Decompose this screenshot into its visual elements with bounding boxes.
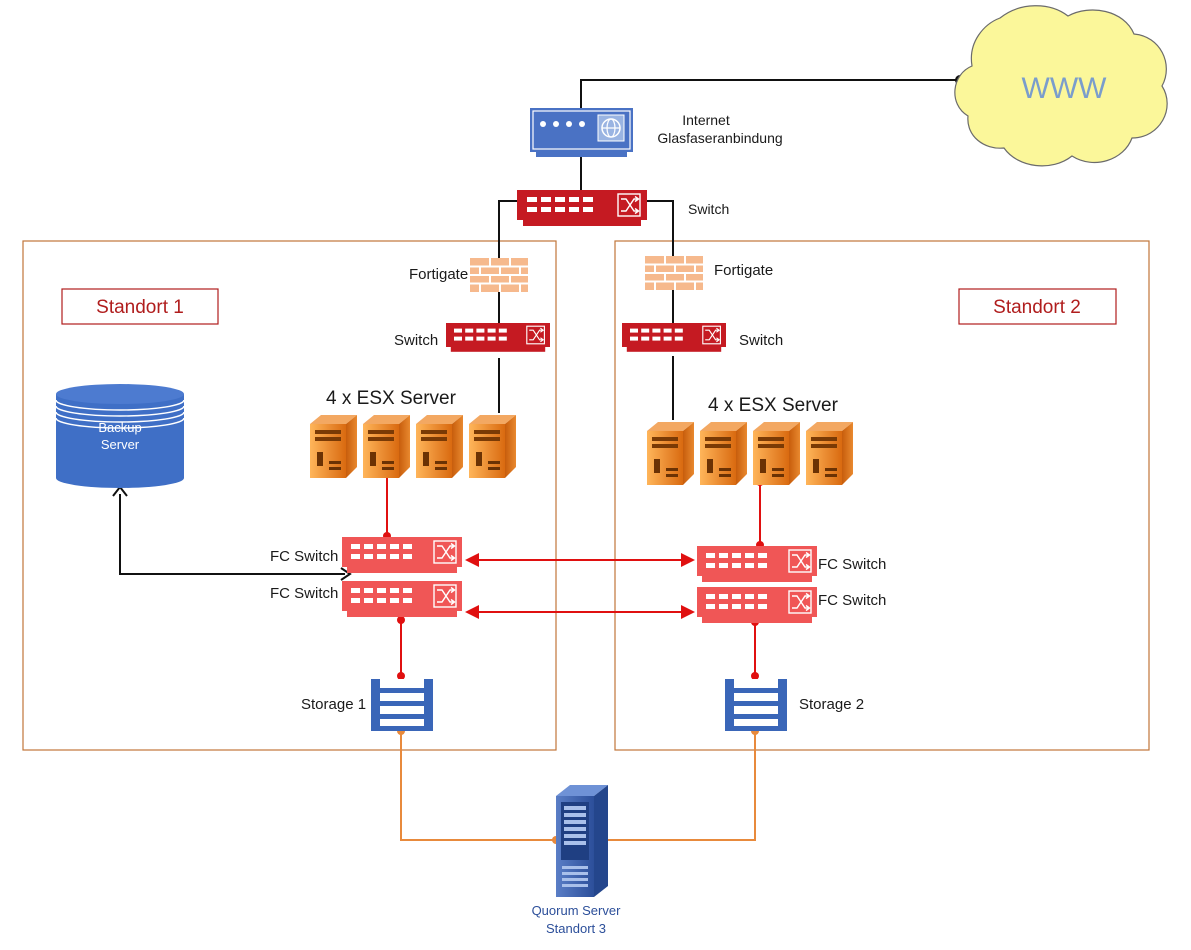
site2-fc-switch-a-icon (696, 545, 818, 583)
internet-label-line2: Glasfaseranbindung (657, 130, 782, 146)
top-switch-icon (516, 189, 648, 227)
site1-fc-switch-a-label: FC Switch (270, 548, 338, 565)
site2-fortigate-label: Fortigate (714, 262, 773, 279)
site1-storage-icon (371, 679, 433, 731)
server-icon (469, 415, 516, 478)
network-links (498, 79, 960, 420)
quorum-server-icon (556, 785, 608, 897)
server-icon (700, 422, 747, 485)
site1-fc-switch-b-icon (341, 580, 463, 618)
backup-link (119, 494, 345, 575)
site1-esx-servers (310, 415, 516, 478)
site1-storage-label: Storage 1 (301, 696, 366, 713)
server-icon (647, 422, 694, 485)
site2-fc-switch-a-label: FC Switch (818, 556, 886, 573)
server-icon (806, 422, 853, 485)
site2-fc-switch-b-label: FC Switch (818, 592, 886, 609)
site1-frame (22, 240, 557, 751)
site2-esx-servers (647, 422, 853, 485)
site1-fc-switch-b-label: FC Switch (270, 585, 338, 602)
site1-fc-switch-a-icon (341, 536, 463, 574)
site2-title: Standort 2 (993, 297, 1081, 318)
site2-fc-switch-b-icon (696, 586, 818, 624)
cloud-label: WWW (1022, 72, 1108, 105)
site1-switch-label: Switch (394, 332, 438, 349)
site2-esx-label: 4 x ESX Server (708, 395, 839, 416)
site1-title: Standort 1 (96, 297, 184, 318)
backup-arrow-right (340, 567, 352, 581)
server-icon (363, 415, 410, 478)
site2-switch-icon (621, 322, 727, 353)
quorum-label-line2: Standort 3 (546, 921, 606, 936)
site2-storage-label: Storage 2 (799, 696, 864, 713)
site2-title-box: Standort 2 (958, 288, 1117, 325)
fc-link-arrows (465, 553, 695, 619)
site1-title-box: Standort 1 (61, 288, 219, 325)
site1-fortigate-label: Fortigate (409, 266, 468, 283)
quorum-label-line1: Quorum Server (532, 903, 622, 918)
server-icon (753, 422, 800, 485)
quorum-links (400, 731, 756, 841)
site2-fortigate-icon (644, 255, 704, 291)
site1-fortigate-icon (469, 257, 529, 293)
site2-switch-label: Switch (739, 332, 783, 349)
internet-cloud: WWW (954, 5, 1168, 167)
server-icon (310, 415, 357, 478)
server-icon (416, 415, 463, 478)
backup-server-icon (55, 384, 185, 488)
site2-storage-icon (725, 679, 787, 731)
site1-esx-label: 4 x ESX Server (326, 388, 457, 409)
site2-frame (614, 240, 1150, 751)
internet-modem-icon (530, 108, 633, 157)
site1-switch-icon (445, 322, 551, 353)
backup-label-line1: Backup (98, 420, 141, 435)
backup-label-line2: Server (101, 437, 140, 452)
internet-label-line1: Internet (682, 112, 730, 128)
top-switch-label: Switch (688, 201, 729, 217)
